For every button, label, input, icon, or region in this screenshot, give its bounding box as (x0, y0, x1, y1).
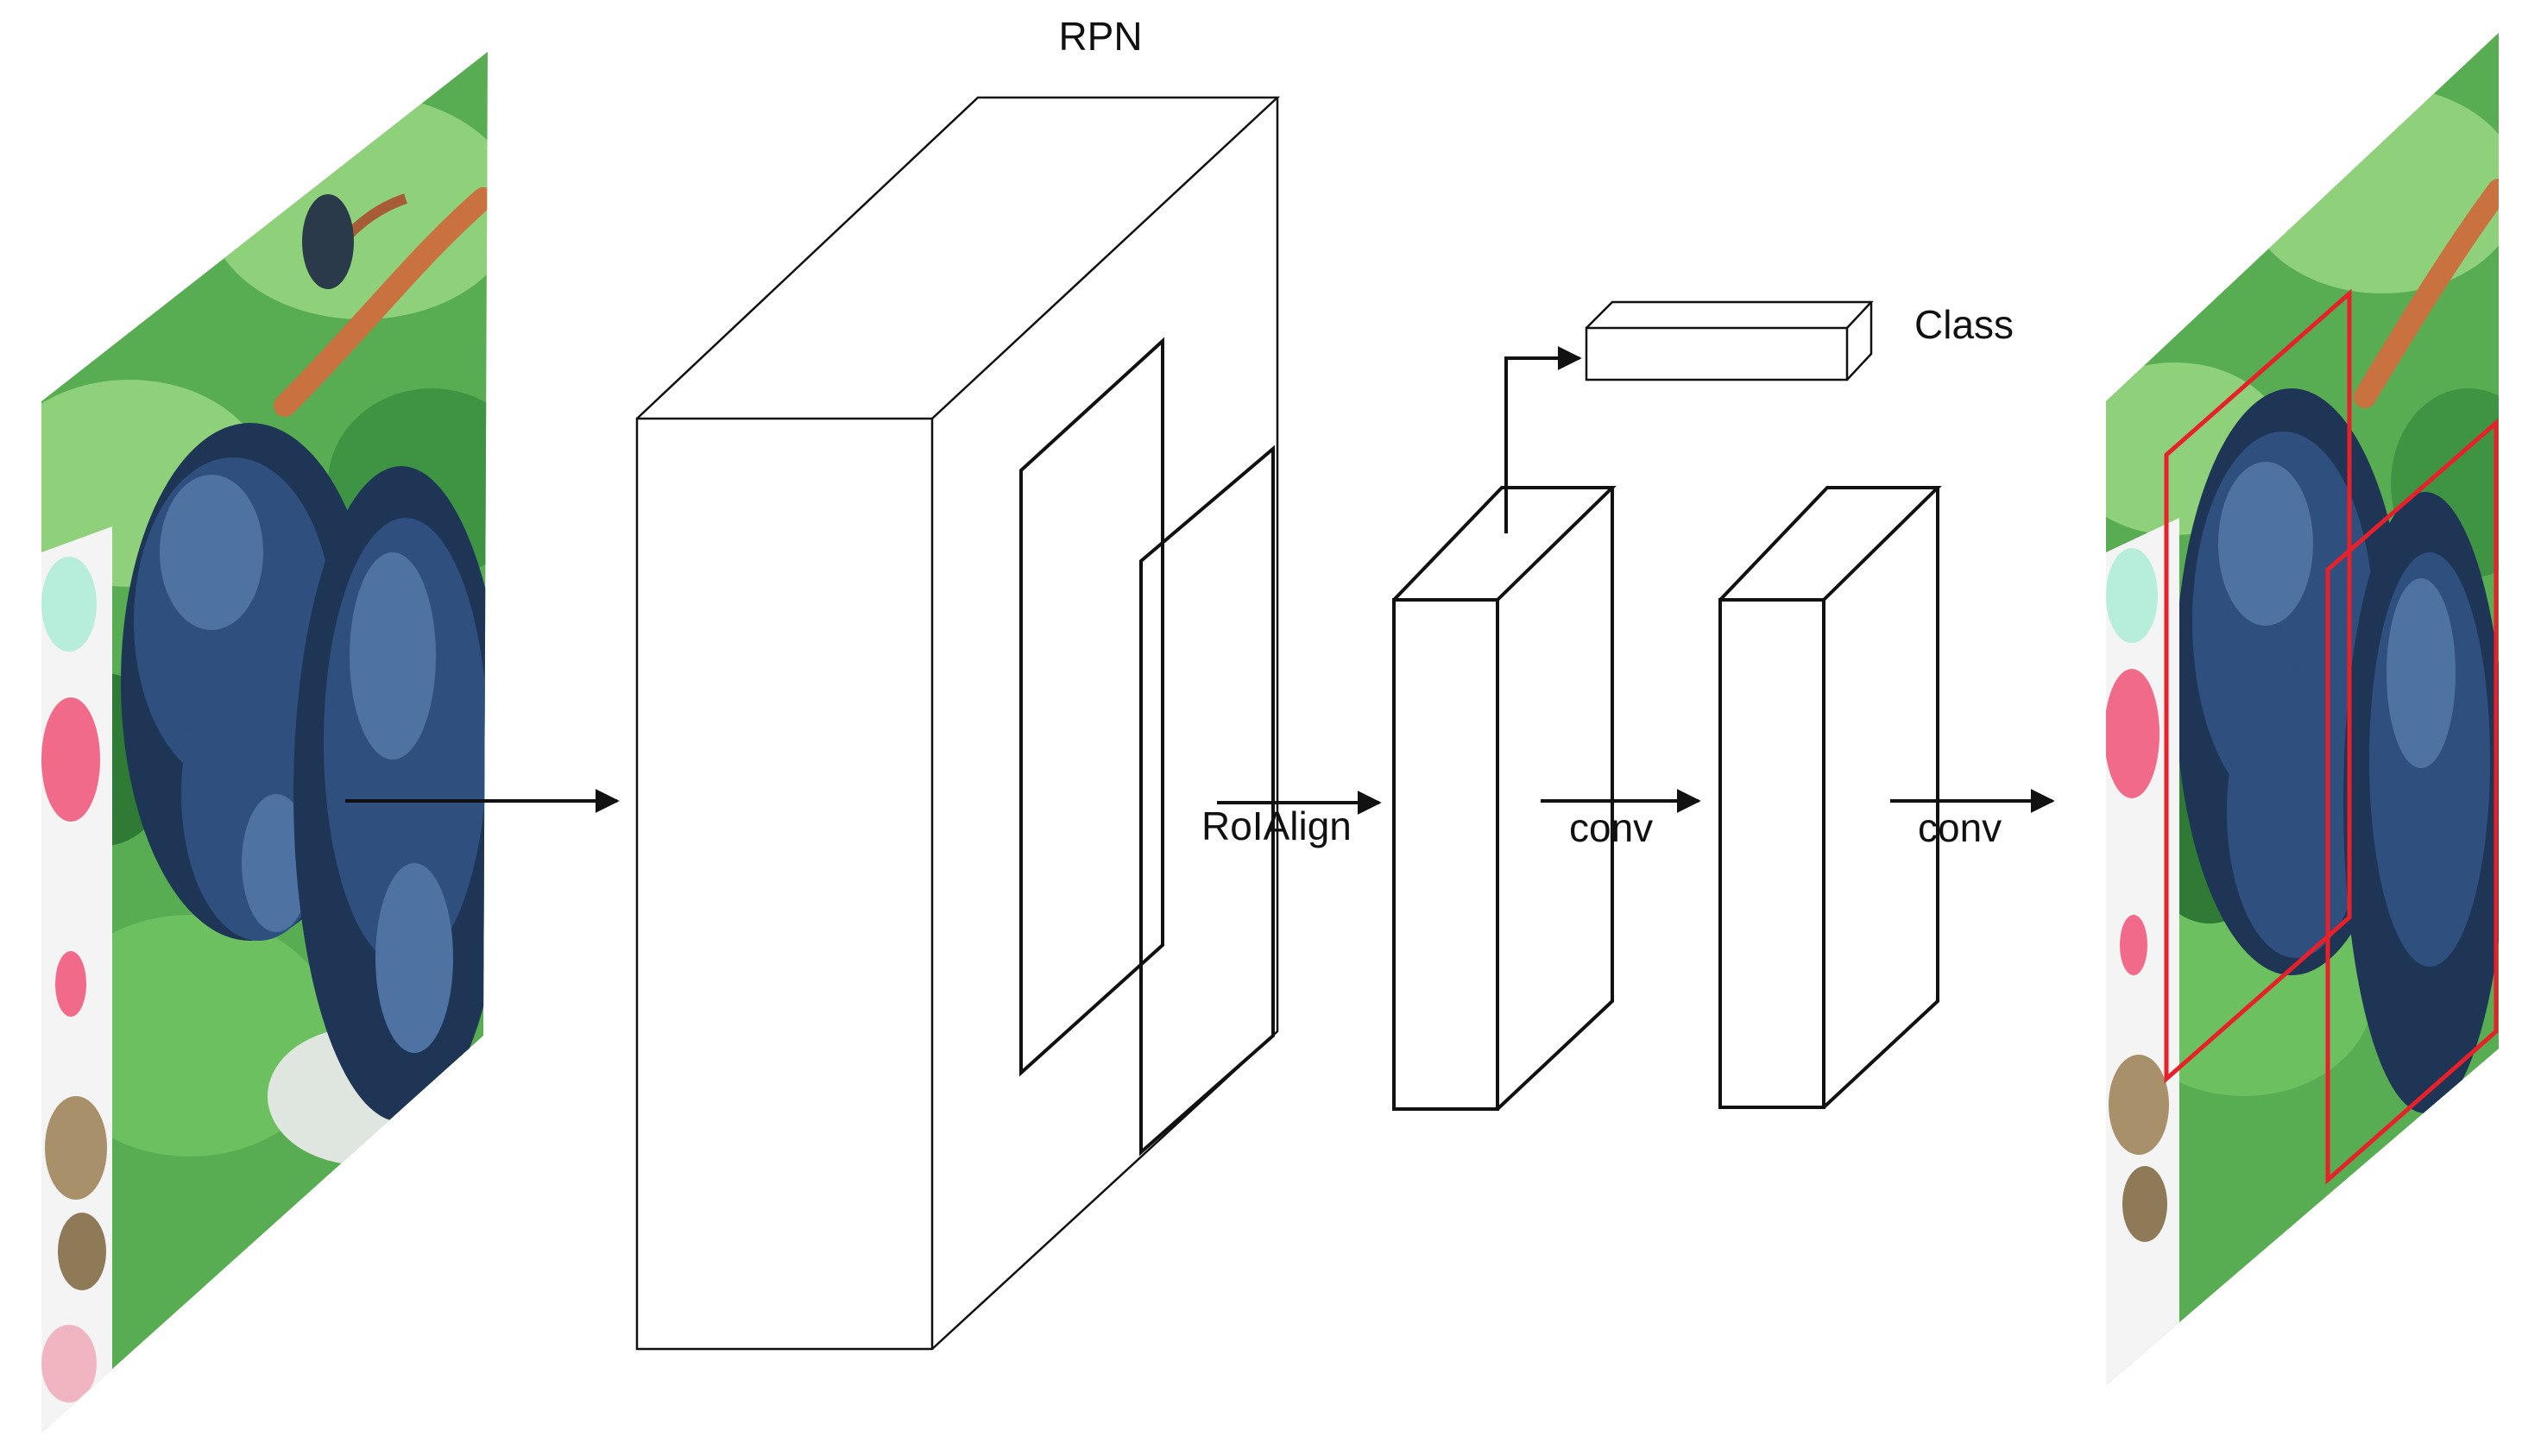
detection-box-2 (2325, 418, 2499, 1185)
roi-feature-block-1 (1392, 486, 1617, 1111)
roi-feature-block-2 (1718, 486, 1942, 1109)
conv-label-1: conv (1569, 805, 1653, 850)
rpn-label: RPN (1058, 14, 1142, 59)
class-head-box (1585, 300, 1874, 381)
conv-label-2: conv (1918, 805, 2002, 850)
region-proposals (1019, 337, 1275, 1157)
roialign-label: RoIAlign (1201, 804, 1352, 848)
detection-boxes (2164, 288, 2499, 1185)
detection-box-1 (2164, 288, 2352, 1084)
feature-map-box (635, 96, 1281, 1351)
class-label: Class (1914, 302, 2014, 347)
arrow-to-class (1504, 346, 1582, 533)
proposal-plane-2 (1139, 444, 1275, 1157)
proposal-plane-1 (1019, 337, 1164, 1077)
